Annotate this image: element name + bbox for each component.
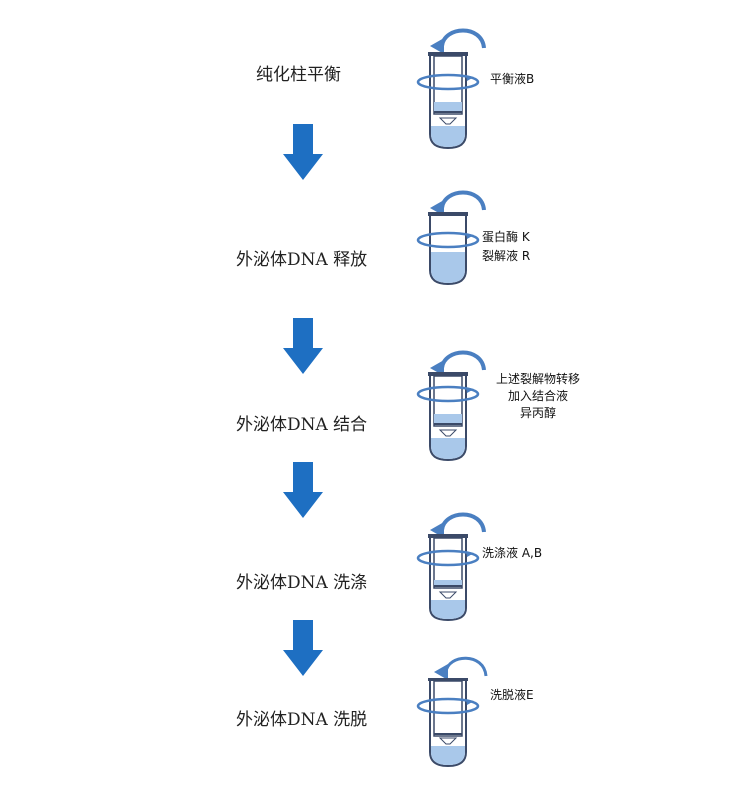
- step-3-reagent-3: 异丙醇: [519, 406, 556, 420]
- down-arrow-icon: [283, 124, 323, 180]
- step-5-label: 外泌体DNA 洗脱: [236, 710, 368, 730]
- spin-column-icon: [416, 350, 486, 462]
- step-5-reagent: 洗脱液E: [490, 688, 534, 702]
- step-3-label: 外泌体DNA 结合: [236, 415, 368, 435]
- step-2-reagent-1: 蛋白酶 K: [482, 230, 530, 244]
- down-arrow-icon: [283, 318, 323, 374]
- spin-column-icon: [416, 512, 486, 622]
- step-1-reagent: 平衡液B: [490, 72, 535, 86]
- lysis-tube-icon: [416, 190, 486, 286]
- step-4-label: 外泌体DNA 洗涤: [236, 573, 368, 593]
- down-arrow-icon: [283, 620, 323, 676]
- step-2-reagent-2: 裂解液 R: [482, 249, 531, 263]
- step-4-reagent: 洗涤液 A,B: [482, 546, 543, 560]
- down-arrow-icon: [283, 462, 323, 518]
- elution-tube-icon: [416, 656, 488, 768]
- spin-column-icon: [416, 28, 486, 150]
- step-2-label: 外泌体DNA 释放: [236, 250, 368, 270]
- step-1-label: 纯化柱平衡: [256, 65, 341, 85]
- step-3-reagent-2: 加入结合液: [507, 389, 568, 403]
- step-3-reagent-1: 上述裂解物转移: [495, 372, 580, 386]
